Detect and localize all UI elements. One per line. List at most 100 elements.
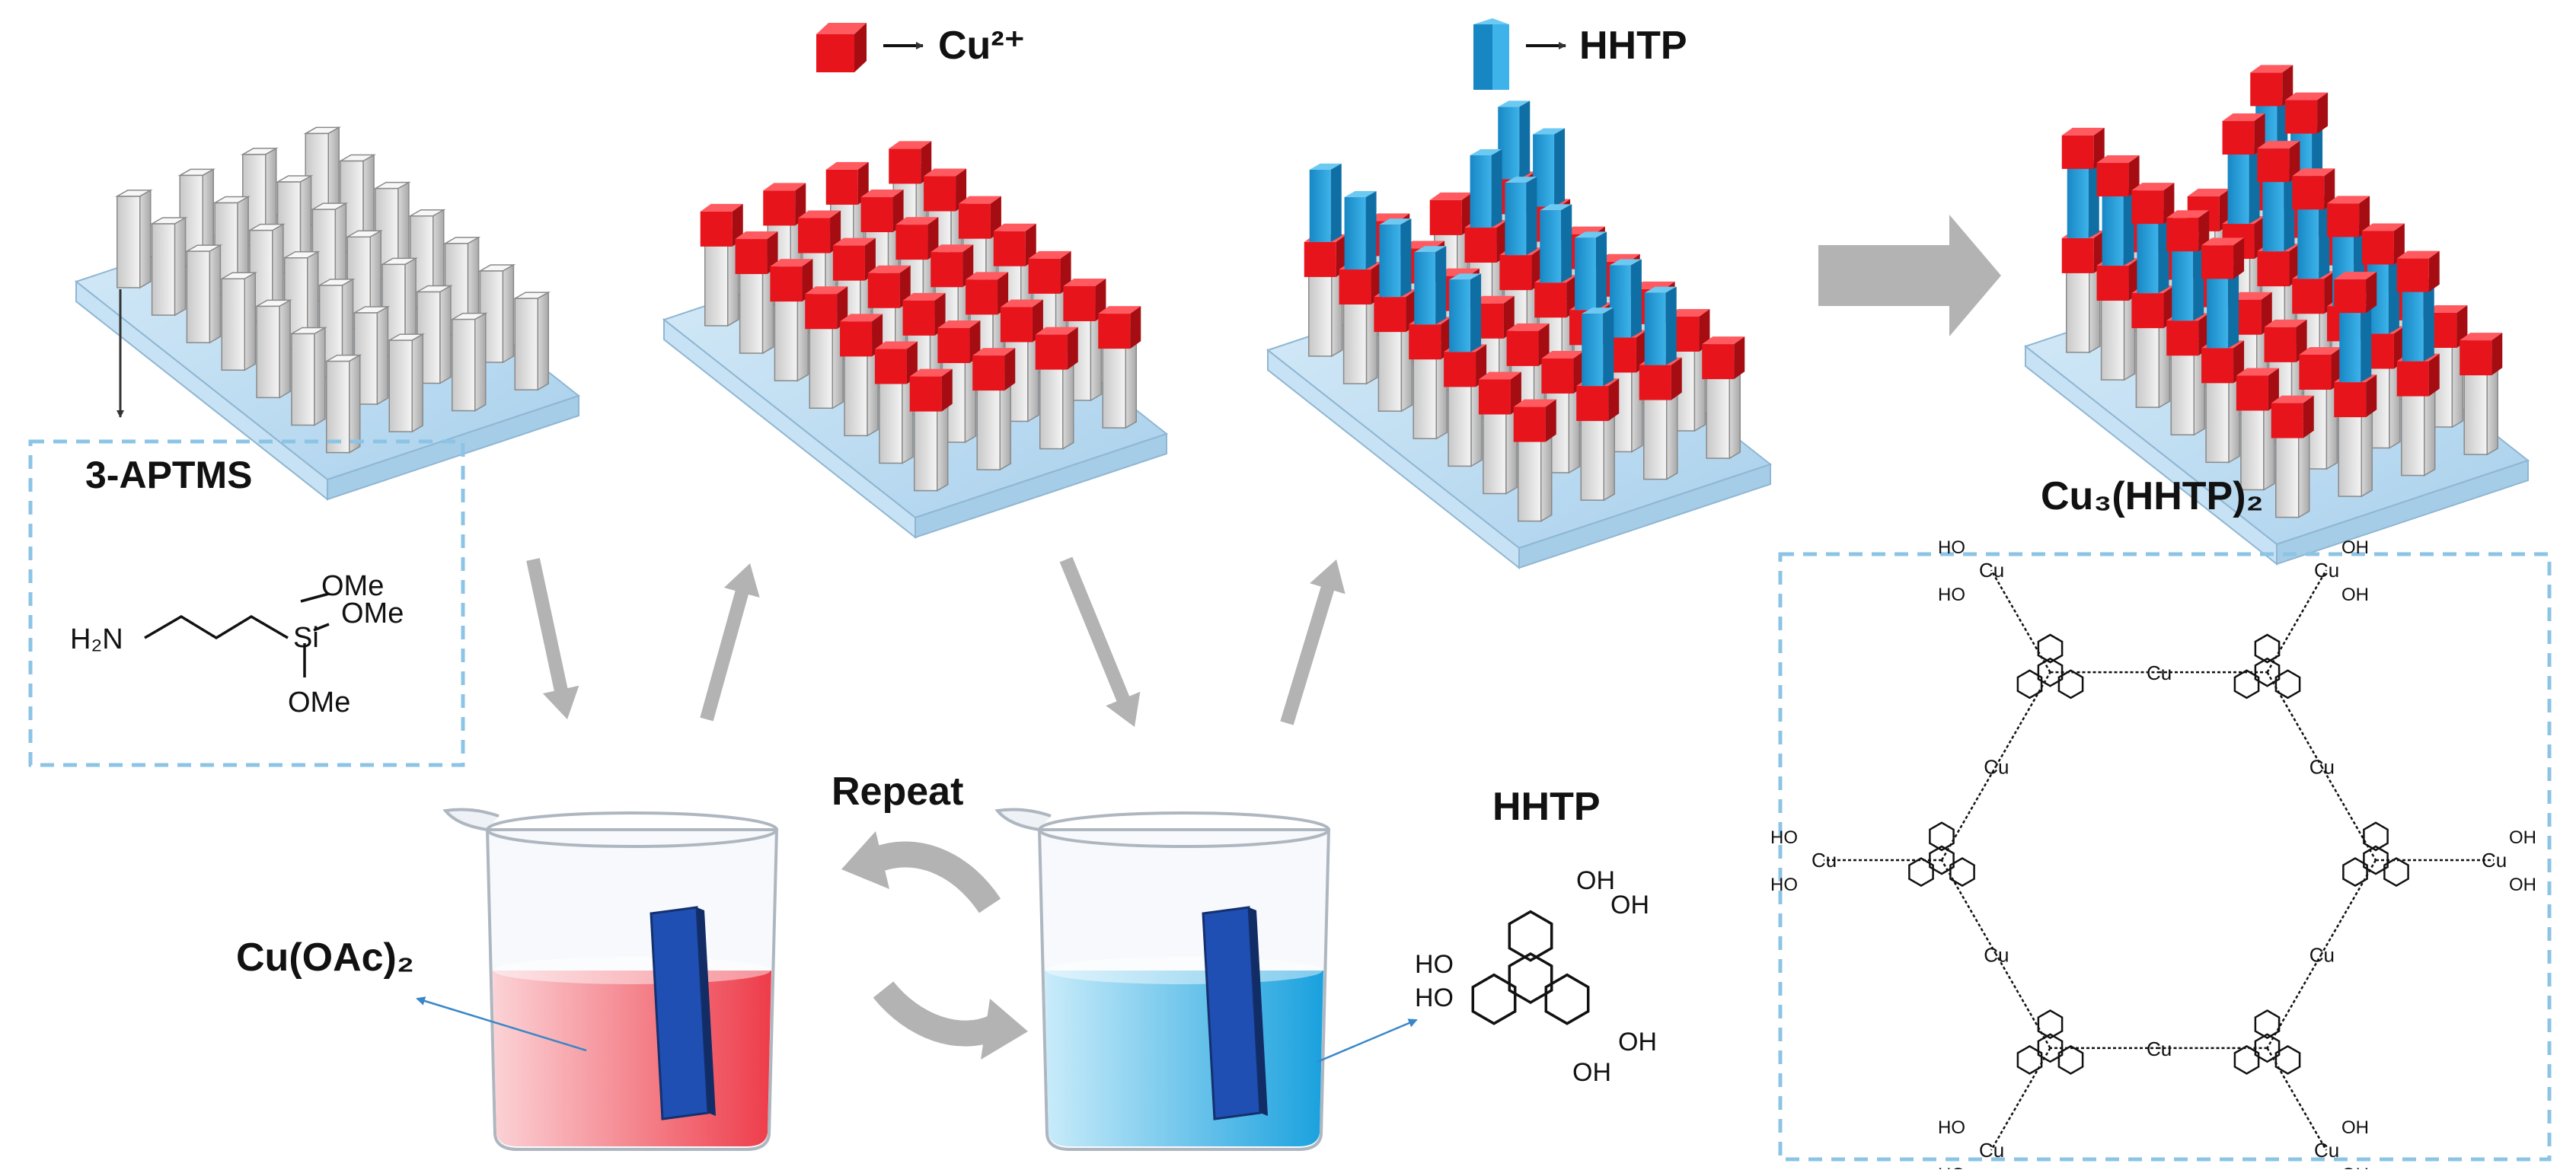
hhtp-hydroxyl-text: OH [1572, 1058, 1611, 1087]
mof-terminal-link [2266, 1047, 2328, 1151]
mof-terminal-oh: OH [2341, 1165, 2369, 1169]
pillar [2201, 237, 2245, 464]
mof-cu-text: Cu [2147, 661, 2172, 684]
beaker-spout [994, 808, 1052, 831]
mof-terminal-cu: Cu [1979, 1139, 2004, 1162]
hhtp-column [1344, 191, 1377, 270]
mof-terminal-oh: OH [2509, 827, 2536, 848]
mof-cu-text: Cu [1984, 943, 2009, 966]
aptms-structure: H₂N Si OMe OMe OMe [70, 570, 404, 719]
mof-terminal-oh: HO [1938, 585, 1965, 605]
hhtp-legend-label: HHTP [1579, 24, 1687, 68]
cu-cap [966, 272, 1009, 315]
hhtp-column [2297, 200, 2330, 279]
mof-terminal-oh: OH [2341, 585, 2369, 605]
triphenylene-core [2233, 1009, 2301, 1075]
cu-cap [1098, 306, 1141, 349]
hhtp-column [2262, 173, 2295, 252]
hhtp-column [1379, 218, 1412, 298]
pillar [909, 368, 953, 492]
mof-terminal-cu: Cu [2314, 1139, 2339, 1162]
pillar [2131, 183, 2175, 409]
hhtp-hydroxyl-text: OH [1618, 1028, 1657, 1057]
cu-cap [2292, 271, 2335, 314]
hhtp-hydroxyl-text: HO [1415, 950, 1454, 979]
triphenylene-core [2016, 1009, 2084, 1075]
mof-link [1995, 671, 2051, 767]
mof-cu-text: Cu [2309, 943, 2335, 966]
hhtp-column [2067, 159, 2099, 238]
pillar [1063, 278, 1106, 402]
pillar [449, 312, 488, 412]
pillar [1513, 399, 1556, 522]
substrate-stage-3 [1266, 100, 1773, 570]
cu-cap [867, 265, 911, 308]
pillar [324, 354, 362, 454]
pillar [1035, 327, 1078, 450]
beaker-rim [486, 811, 778, 848]
hhtp-column [2227, 145, 2260, 225]
pillar [1444, 273, 1487, 467]
substrate-stage-1 [74, 126, 581, 502]
cu-cap [1576, 378, 1620, 422]
cu-ion-legend-block [816, 23, 867, 72]
cu-cap [930, 244, 974, 288]
pillar [2166, 210, 2210, 436]
mof-terminal-link [1990, 569, 2051, 673]
pillar [184, 244, 223, 344]
solution [1045, 971, 1323, 1146]
pillar [2334, 272, 2377, 498]
pillar [1374, 218, 1417, 413]
hhtp-column [1498, 100, 1531, 180]
solution-surface [493, 957, 771, 984]
mof-terminal-oh: OH [2341, 1117, 2369, 1138]
cu-cap [2061, 230, 2105, 273]
cu-cap-top [2257, 141, 2300, 183]
hhtp-column [2137, 215, 2169, 294]
pillar [1639, 286, 1682, 480]
cu-cap [2459, 333, 2503, 376]
cu-cap-top [2250, 65, 2294, 107]
repeat-cycle-arrows [841, 831, 1028, 1060]
process-arrows [526, 215, 2001, 727]
cu-salt-label: Cu(OAc)₂ [236, 936, 414, 980]
pillar-array [114, 126, 551, 454]
arrow-up-1 [700, 563, 760, 722]
cu-cap [909, 368, 953, 412]
pillar [289, 327, 327, 426]
mof-terminal-link [1990, 1047, 2051, 1151]
cu-ion-label: Cu²⁺ [938, 24, 1026, 68]
mof-cu-text: Cu [2147, 1038, 2172, 1060]
cu-cap-top [2334, 272, 2377, 314]
pillar-array [700, 141, 1141, 492]
mof-box [1778, 552, 2552, 1162]
pillar [1098, 306, 1141, 429]
arrow-down-2 [1059, 556, 1141, 727]
pillar [2271, 395, 2314, 518]
pillar [254, 299, 292, 399]
pillar [2459, 333, 2503, 456]
cu-cap [2236, 368, 2279, 411]
triphenylene-core [2016, 633, 2084, 700]
mof-cu-text: Cu [1984, 756, 2009, 779]
sample-slide-edge [697, 907, 716, 1116]
hhtp-column [2172, 242, 2204, 321]
substrate-stages [74, 65, 2530, 570]
pillar [219, 271, 258, 371]
pillar [512, 291, 551, 391]
hhtp-hydroxyl-text: OH [1576, 866, 1615, 895]
product-label: Cu₃(HHTP)₂ [2041, 474, 2264, 518]
beaker-1 [442, 808, 779, 1151]
cu-cap-top [2327, 196, 2370, 237]
pillar [1604, 259, 1647, 453]
hhtp-legend-block [1473, 18, 1509, 90]
mof-link [2266, 953, 2322, 1049]
triphenylene-core [1908, 821, 1975, 888]
arrow-up-2 [1280, 559, 1345, 725]
hhtp-column [2207, 269, 2239, 349]
pillar [1339, 191, 1382, 385]
triphenylene-core [2233, 633, 2301, 700]
substrate-stage-4 [2023, 65, 2530, 566]
